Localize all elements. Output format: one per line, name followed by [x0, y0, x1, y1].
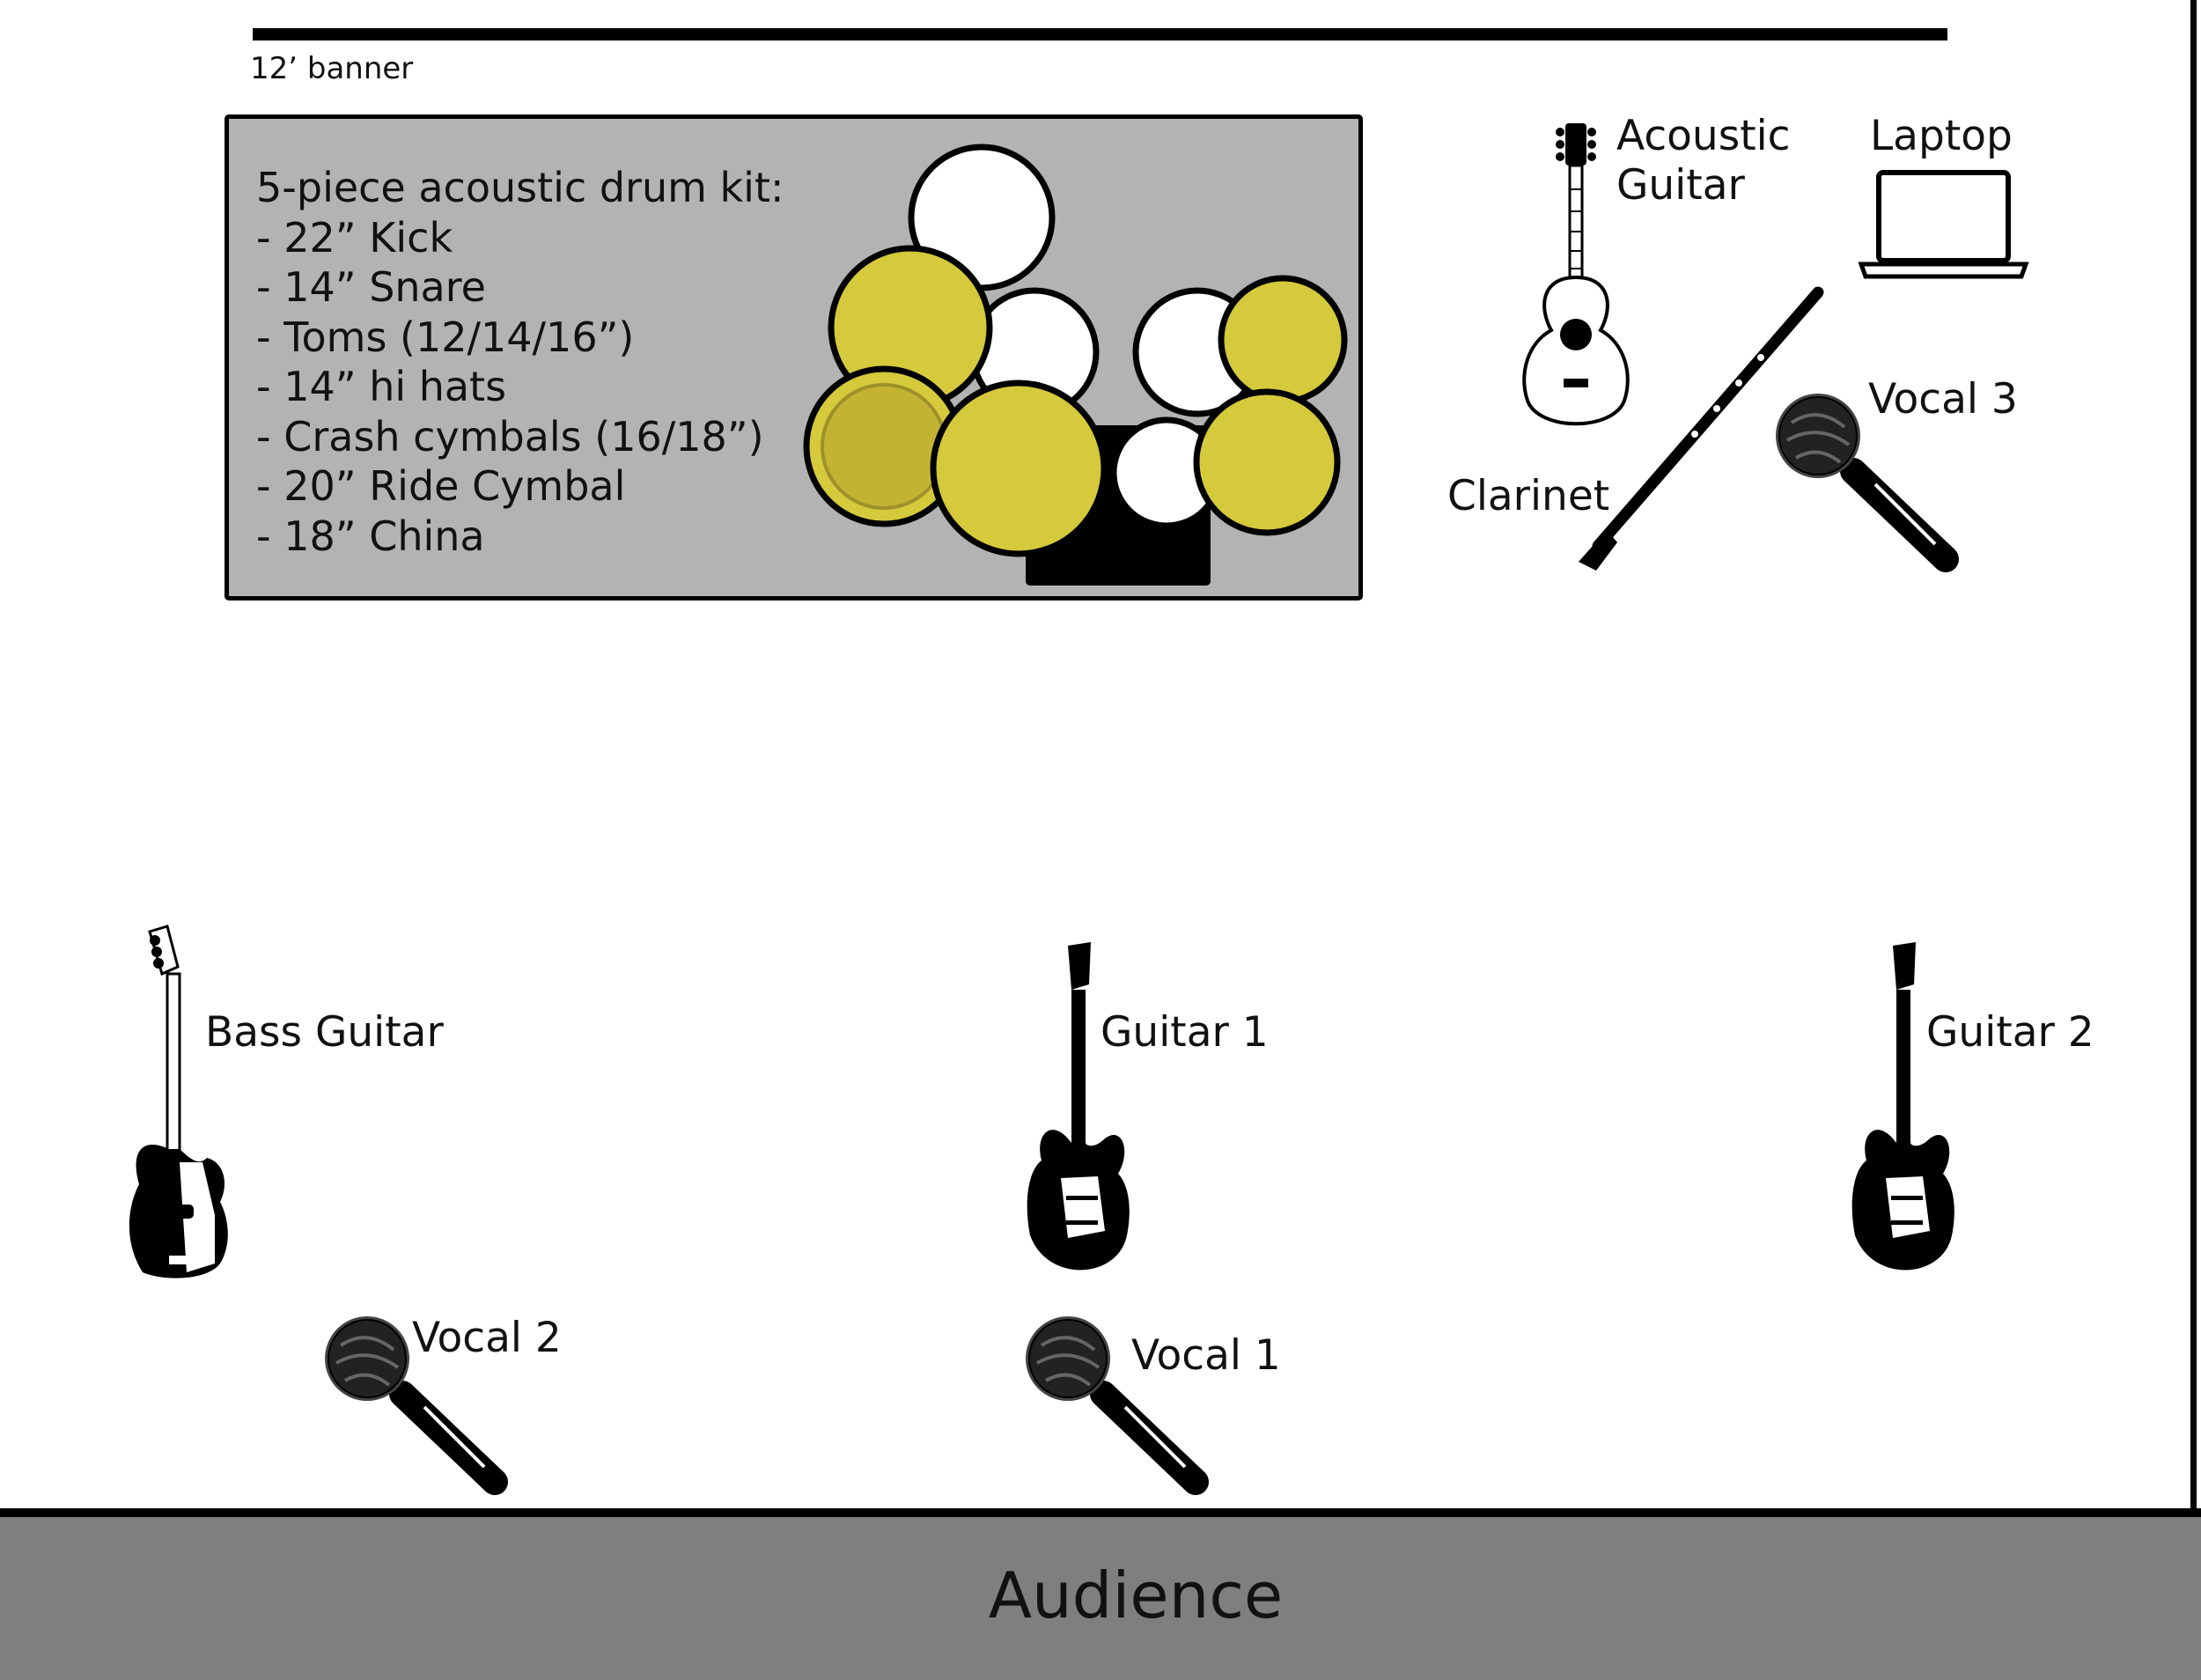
electric-guitar-icon — [1851, 942, 1954, 1271]
clarinet-label: Clarinet — [1447, 472, 1610, 520]
ride-cymbal — [930, 379, 1108, 557]
drum-item: - Crash cymbals (16/18”) — [256, 412, 764, 461]
stage-right-edge — [2190, 0, 2197, 1513]
acoustic-guitar-label-line2: Guitar — [1616, 161, 1745, 210]
guitar-2-label: Guitar 2 — [1926, 1008, 2094, 1057]
china-cymbal — [1193, 388, 1341, 536]
microphone-icon — [325, 1316, 508, 1495]
laptop-label: Laptop — [1870, 112, 2013, 160]
bass-guitar-icon — [129, 925, 228, 1278]
vocal-3-label: Vocal 3 — [1868, 375, 2018, 424]
drum-item: - Toms (12/14/16”) — [256, 313, 635, 361]
microphone-icon — [1026, 1316, 1209, 1495]
drum-kit-diagram — [803, 144, 1348, 586]
drum-item: - 14” hi hats — [256, 363, 507, 410]
acoustic-guitar-label: Acoustic Guitar — [1616, 112, 1791, 210]
banner-line — [253, 28, 1947, 41]
drum-item: - 20” Ride Cymbal — [256, 462, 626, 510]
hi-hat-inner — [821, 383, 947, 510]
laptop-icon — [1858, 170, 2029, 279]
crash-cymbal — [1218, 275, 1348, 405]
drum-kit-list: 5-piece acoustic drum kit: - 22” Kick - … — [256, 163, 784, 561]
vocal-1-label: Vocal 1 — [1131, 1331, 1281, 1380]
guitar-1-label: Guitar 1 — [1100, 1008, 1269, 1057]
audience-label: Audience — [988, 1558, 1284, 1632]
drum-item: - 22” Kick — [256, 213, 453, 262]
stage-edge-line — [0, 1508, 2201, 1517]
drum-kit-title: 5-piece acoustic drum kit: — [256, 164, 784, 211]
audience-area — [0, 1517, 2201, 1680]
acoustic-guitar-icon — [1522, 123, 1630, 426]
microphone-icon — [1776, 394, 1959, 572]
bass-guitar-label: Bass Guitar — [205, 1008, 444, 1057]
banner-label: 12’ banner — [250, 51, 414, 86]
drum-kit-area: 5-piece acoustic drum kit: - 22” Kick - … — [225, 114, 1363, 601]
drum-item: - 14” Snare — [256, 263, 486, 311]
acoustic-guitar-label-line1: Acoustic — [1616, 112, 1791, 160]
clarinet-icon — [1579, 286, 1824, 571]
electric-guitar-icon — [1027, 942, 1130, 1271]
drum-item: - 18” China — [256, 512, 485, 560]
vocal-2-label: Vocal 2 — [412, 1314, 562, 1362]
